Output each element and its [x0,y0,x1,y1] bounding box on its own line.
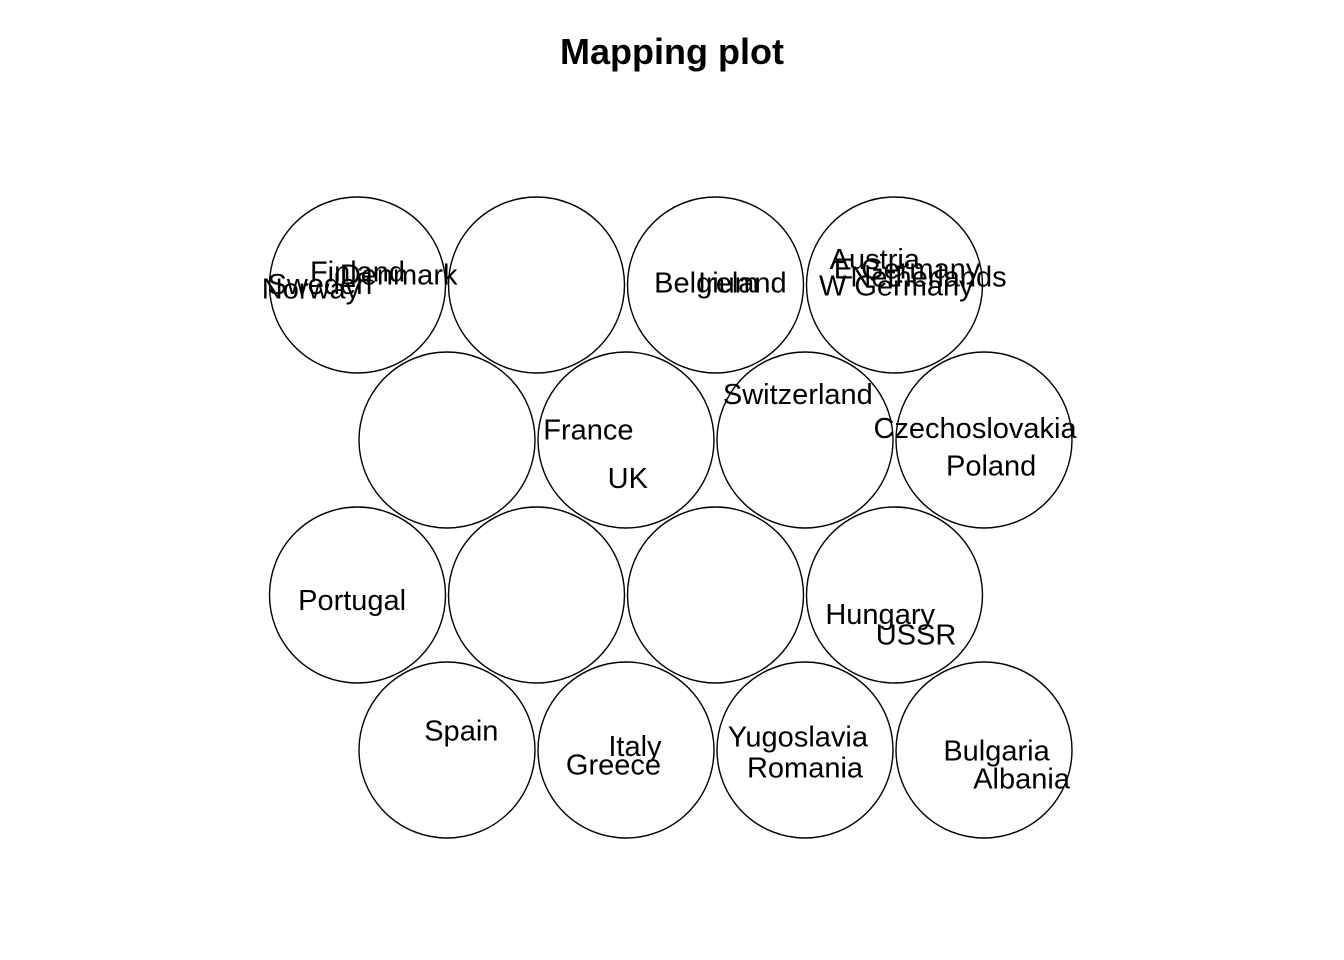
country-label-ussr: USSR [876,619,957,651]
plot-title: Mapping plot [560,31,784,72]
country-label-romania: Romania [747,753,864,785]
unit-circle-15 [716,661,894,839]
country-label-sweden: Sweden [268,269,373,301]
unit-circle-16 [895,661,1073,839]
unit-circle-12 [805,506,984,684]
unit-circle-13 [358,661,536,839]
country-label-albania: Albania [973,763,1071,795]
unit-circle-10 [447,506,626,684]
country-label-w-germany: W Germany [819,271,974,303]
country-label-uk: UK [608,463,649,495]
country-label-denmark: Denmark [340,260,458,292]
country-label-czechoslovakia: Czechoslovakia [873,413,1077,445]
country-label-yugoslavia: Yugoslavia [728,722,869,754]
unit-circle-11 [626,506,805,684]
country-label-hungary: Hungary [825,599,935,631]
country-label-france: France [543,415,633,447]
unit-circle-7 [716,351,894,529]
country-label-spain: Spain [424,715,498,747]
country-label-italy: Italy [608,731,662,763]
country-label-austria: Austria [830,244,921,276]
country-label-switzerland: Switzerland [723,379,873,411]
unit-circle-14 [537,661,715,839]
unit-circle-4 [805,196,984,374]
unit-circle-9 [268,506,447,684]
country-label-poland: Poland [946,450,1036,482]
country-label-belgium: Belgium [654,267,759,299]
unit-circle-1 [268,196,447,374]
country-label-norway: Norway [262,274,361,306]
unit-circles [268,196,1073,839]
unit-circle-5 [358,351,536,529]
country-label-bulgaria: Bulgaria [943,736,1050,768]
country-label-e-germany: E Germany [834,254,981,286]
unit-circle-2 [447,196,626,374]
unit-circle-3 [626,196,805,374]
country-label-ireland: Ireland [698,267,787,299]
country-label-portugal: Portugal [298,585,406,617]
country-label-greece: Greece [566,750,661,782]
unit-circle-8 [895,351,1073,529]
country-label-netherlands: Netherlands [850,261,1006,293]
unit-circle-6 [537,351,715,529]
country-label-finland: Finland [310,257,405,289]
